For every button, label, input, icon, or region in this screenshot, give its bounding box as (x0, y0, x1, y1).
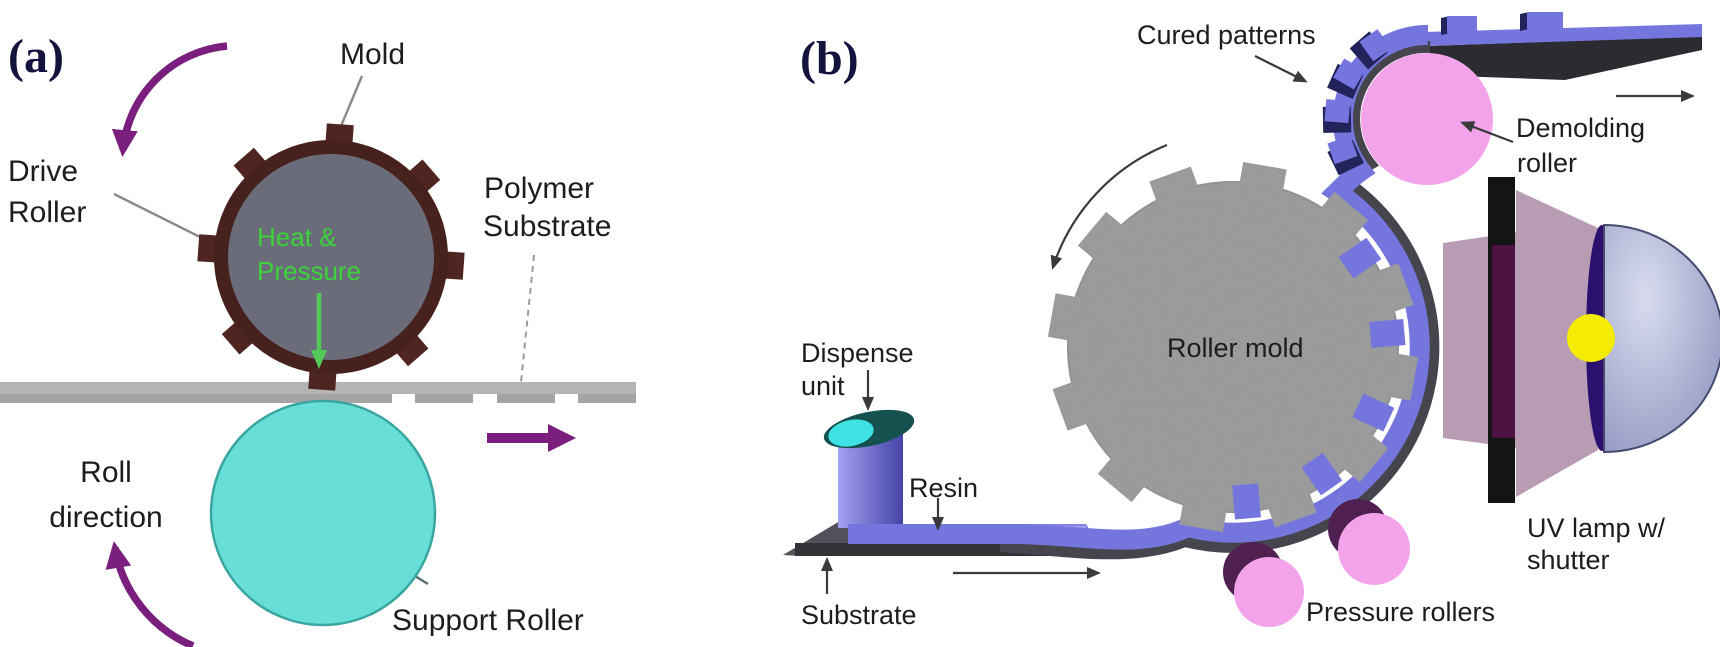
film-carrier-web (999, 40, 1440, 560)
polymer-substrate-label-line1: Polymer (484, 172, 594, 205)
pressure-rollers (1223, 499, 1410, 627)
drive-roller-label-line1: Drive (8, 155, 78, 188)
mold-label: Mold (340, 38, 405, 71)
exit-band-film (1424, 24, 1702, 46)
cured-patterns-bumps (1322, 29, 1392, 176)
panel-a-tag: (a) (8, 30, 64, 83)
cured-bump (1447, 16, 1477, 33)
drive-roller (197, 123, 465, 391)
cured-patterns-arrow (1254, 55, 1308, 83)
pressure-roller (1338, 513, 1410, 585)
cured-bump-shadow (1520, 12, 1529, 31)
cured-bump (1527, 12, 1563, 29)
dispense-unit-label-line1: Dispense (801, 338, 914, 368)
support-roller-label: Support Roller (392, 604, 584, 637)
shutter-slit (1492, 245, 1515, 438)
roll-direction-label-line2: direction (49, 501, 162, 534)
support-roller (209, 399, 437, 627)
rotation-arrow-top (111, 42, 228, 157)
roller-mold-rotation-arrow (1050, 143, 1168, 270)
substrate-label: Substrate (801, 600, 917, 630)
uv-lamp-dome (1603, 223, 1720, 454)
demolding-roller (1361, 53, 1493, 185)
drive-roller-body (214, 140, 448, 374)
rotation-arrow-bottom (105, 541, 195, 647)
pressure-roller (1234, 557, 1304, 627)
polymer-substrate-label-line2: Substrate (483, 210, 611, 243)
panel-b: (b) Cured patterns Demolding roller Roll… (783, 12, 1720, 630)
uv-lamp-label-line2: shutter (1527, 545, 1610, 575)
heat-pressure-label-line2: Pressure (257, 256, 361, 286)
demolding-roller-label-line1: Demolding (1516, 113, 1645, 143)
resin-label: Resin (909, 473, 978, 503)
panel-a: Heat & Pressure (a) Mold Drive Roller Po… (0, 30, 636, 647)
dispense-unit-label-line2: unit (801, 371, 845, 401)
uv-lamp-assembly (1443, 177, 1720, 503)
exit-band-substrate (1428, 36, 1702, 80)
dispense-unit (823, 409, 915, 528)
roller-mold-label: Roller mold (1167, 333, 1304, 363)
drive-roller-label-line2: Roller (8, 196, 86, 229)
cured-patterns-label: Cured patterns (1137, 20, 1316, 50)
uv-beam-right (1516, 190, 1598, 497)
demolding-roller-label-line2: roller (1517, 148, 1577, 178)
polymer-substrate-leader-line (520, 254, 535, 383)
web-direction-arrow (487, 424, 576, 452)
polymer-substrate-imprinted-segments (0, 394, 636, 403)
roll-direction-label-line1: Roll (80, 456, 132, 489)
heat-pressure-label-line1: Heat & (257, 222, 337, 252)
uv-bulb (1567, 314, 1615, 362)
heat-pressure-arrowhead (311, 350, 327, 369)
panel-b-tag: (b) (800, 32, 859, 85)
pressure-rollers-label: Pressure rollers (1306, 597, 1495, 627)
demolding-roller-arrow (1460, 121, 1514, 144)
film-imprint-teeth (1232, 237, 1406, 520)
dispense-unit-nozzle (828, 419, 874, 447)
uv-lamp-label-line1: UV lamp w/ (1527, 513, 1666, 543)
